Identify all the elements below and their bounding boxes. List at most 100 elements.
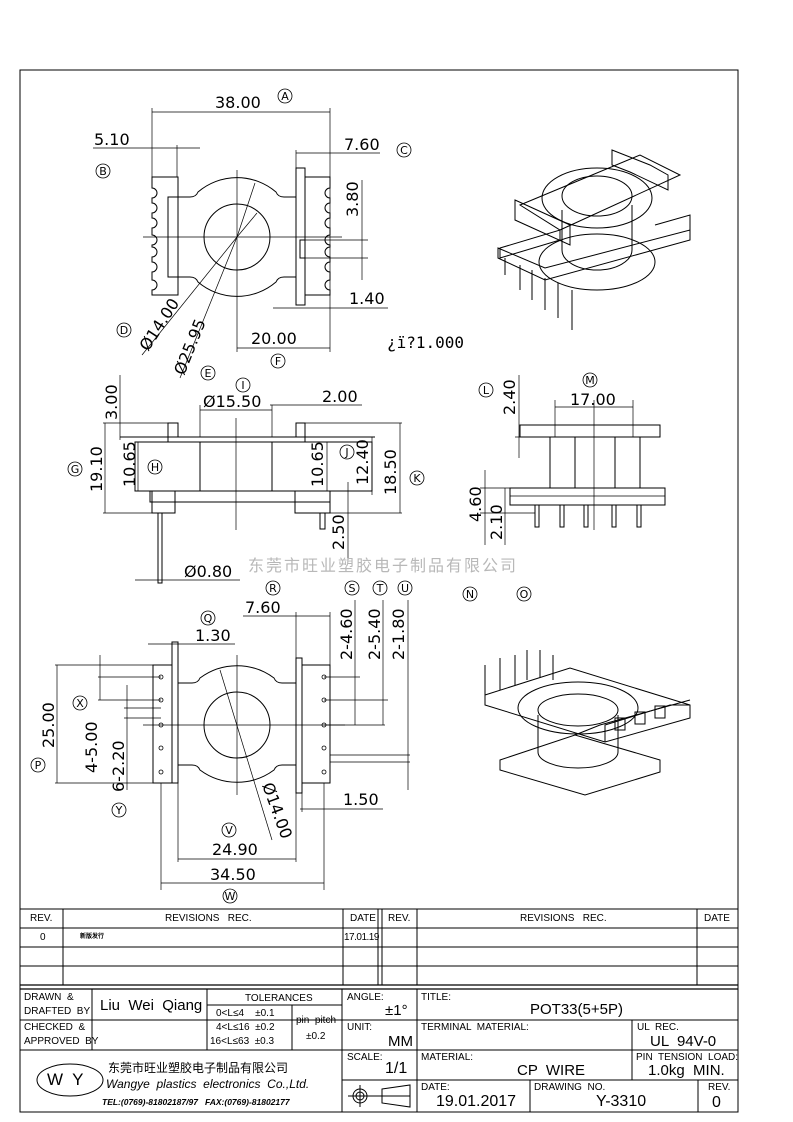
- pin-tension-value: 1.0kg MIN.: [648, 1062, 725, 1079]
- callout-q: Q: [204, 612, 213, 625]
- isometric-view-top: [497, 149, 691, 330]
- dim-5-10: 5.10: [94, 130, 130, 149]
- callout-t: T: [376, 582, 384, 595]
- rev-value: 0: [712, 1094, 721, 1111]
- tolerance-1: 0<L≤4 ±0.1: [216, 1008, 275, 1019]
- dim-1-40: 1.40: [349, 289, 385, 308]
- dim-2-4-60: 2-4.60: [337, 608, 356, 660]
- material-value: CP WIRE: [517, 1062, 586, 1079]
- callout-d: D: [120, 324, 128, 337]
- dim-19-10: 19.10: [87, 446, 106, 492]
- dim-2-10: 2.10: [487, 504, 506, 540]
- scale-value: 1/1: [385, 1060, 408, 1077]
- callout-x: X: [76, 697, 84, 710]
- angle-label: ANGLE:: [347, 992, 384, 1003]
- dim-d14-bottom: Ø14.00: [258, 780, 296, 841]
- watermark: 东莞市旺业塑胶电子制品有限公司: [248, 556, 518, 575]
- isometric-view-bottom: [484, 650, 691, 796]
- callout-a: A: [281, 90, 289, 103]
- title-value: POT33(5+5P): [530, 1001, 623, 1018]
- tolerances-label: TOLERANCES: [245, 993, 313, 1004]
- dim-20: 20.00: [251, 329, 297, 348]
- dim-24-90: 24.90: [212, 840, 258, 859]
- scale-note: ¿ï?1.000: [387, 333, 464, 352]
- callout-f: F: [275, 355, 281, 368]
- dim-34-50: 34.50: [210, 865, 256, 884]
- company-name-en: Wangye plastics electronics Co.,Ltd.: [106, 1077, 310, 1091]
- tolerance-2: 4<L≤16 ±0.2: [216, 1022, 275, 1033]
- drawn-by-value: Liu Wei Qiang: [100, 997, 203, 1014]
- revisions-header: REVISIONS REC.: [165, 913, 252, 924]
- pin-pitch-label: pin pitch: [296, 1015, 337, 1026]
- tolerance-3: 16<L≤63 ±0.3: [210, 1036, 275, 1047]
- logo-text: W Y: [47, 1070, 84, 1089]
- dim-d14: Ø14.00: [135, 295, 183, 354]
- dim-12-40: 12.40: [353, 439, 372, 485]
- company-contact: TEL:(0769)-81802187/97 FAX:(0769)-818021…: [102, 1097, 290, 1107]
- callout-l: L: [483, 384, 490, 397]
- pin-tension-label: PIN TENSION LOAD:: [636, 1052, 739, 1063]
- material-label: MATERIAL:: [421, 1052, 474, 1063]
- dim-10-65-right: 10.65: [308, 441, 327, 487]
- date-value: 19.01.2017: [436, 1093, 517, 1110]
- dim-6-2-20: 6-2.20: [109, 740, 128, 792]
- projection-symbol-icon: [348, 1084, 411, 1108]
- callout-i: I: [241, 379, 244, 392]
- dim-d15-50: Ø15.50: [203, 392, 261, 411]
- callout-letters: A B C D E F G H I J K L M N O P Q R S T …: [35, 90, 595, 903]
- revision-table-grid: [20, 908, 738, 1112]
- callout-v: V: [225, 824, 233, 837]
- dim-3-00: 3.00: [102, 384, 121, 420]
- right-view: 2.40 17.00 4.60 2.10: [466, 375, 666, 545]
- date-header-2: DATE: [704, 913, 730, 924]
- revisions-header-2: REVISIONS REC.: [520, 913, 607, 924]
- top-view: 38.00 5.10 7.60 3.80 1.40 20.00 Ø14.00 Ø…: [93, 93, 464, 379]
- callout-r: R: [269, 582, 277, 595]
- callout-p: P: [35, 759, 42, 772]
- rev-header: REV.: [30, 913, 53, 924]
- callout-e: E: [205, 367, 212, 380]
- dim-3-80: 3.80: [343, 181, 362, 217]
- drawn-label: DRAWN &: [24, 992, 74, 1003]
- dim-4-5-00: 4-5.00: [82, 721, 101, 773]
- callout-k: K: [413, 472, 421, 485]
- ul-rec-label: UL REC.: [637, 1022, 679, 1033]
- company-name-cn: 东莞市旺业塑胶电子制品有限公司: [108, 1061, 289, 1075]
- callout-m: M: [585, 374, 595, 387]
- bottom-view: 7.60 1.30 2-4.60 2-5.40 2-1.80 25.00 4-5…: [39, 598, 410, 890]
- date-label: DATE:: [421, 1082, 450, 1093]
- dim-1-50: 1.50: [343, 790, 379, 809]
- dim-10-65-left: 10.65: [120, 441, 139, 487]
- callout-y: Y: [115, 804, 123, 817]
- dim-17: 17.00: [570, 390, 616, 409]
- callout-u: U: [401, 582, 409, 595]
- terminal-material-label: TERMINAL MATERIAL:: [421, 1022, 529, 1033]
- callout-w: W: [225, 890, 236, 903]
- callout-n: N: [466, 588, 474, 601]
- rev-header-2: REV.: [388, 913, 411, 924]
- rev-label: REV.: [708, 1082, 731, 1093]
- dim-2-1-80: 2-1.80: [389, 608, 408, 660]
- revision-row-rev: 0: [40, 932, 46, 943]
- dim-25: 25.00: [39, 702, 58, 748]
- dim-1-30: 1.30: [195, 626, 231, 645]
- revision-row-date: 17.01.19: [344, 932, 379, 943]
- callout-c: C: [400, 144, 408, 157]
- dim-2-40: 2.40: [500, 379, 519, 415]
- dim-18-50: 18.50: [381, 449, 400, 495]
- drafted-label: DRAFTED BY: [24, 1006, 91, 1017]
- callout-o: O: [520, 588, 529, 601]
- ul-rec-value: UL 94V-0: [650, 1033, 717, 1050]
- dim-2-50: 2.50: [329, 514, 348, 550]
- callouts: [30, 88, 598, 904]
- callout-j: J: [344, 446, 348, 459]
- dim-4-60: 4.60: [466, 486, 485, 522]
- dim-7-60-bottom: 7.60: [245, 598, 281, 617]
- date-header: DATE: [350, 913, 376, 924]
- unit-value: MM: [388, 1033, 413, 1050]
- drawing-no-label: DRAWING NO.: [534, 1082, 606, 1093]
- dim-2-00: 2.00: [322, 387, 358, 406]
- revision-row-rec: 新版发行: [80, 933, 105, 940]
- side-view: 3.00 Ø15.50 2.00 19.10 10.65 10.65 12.40…: [87, 375, 402, 584]
